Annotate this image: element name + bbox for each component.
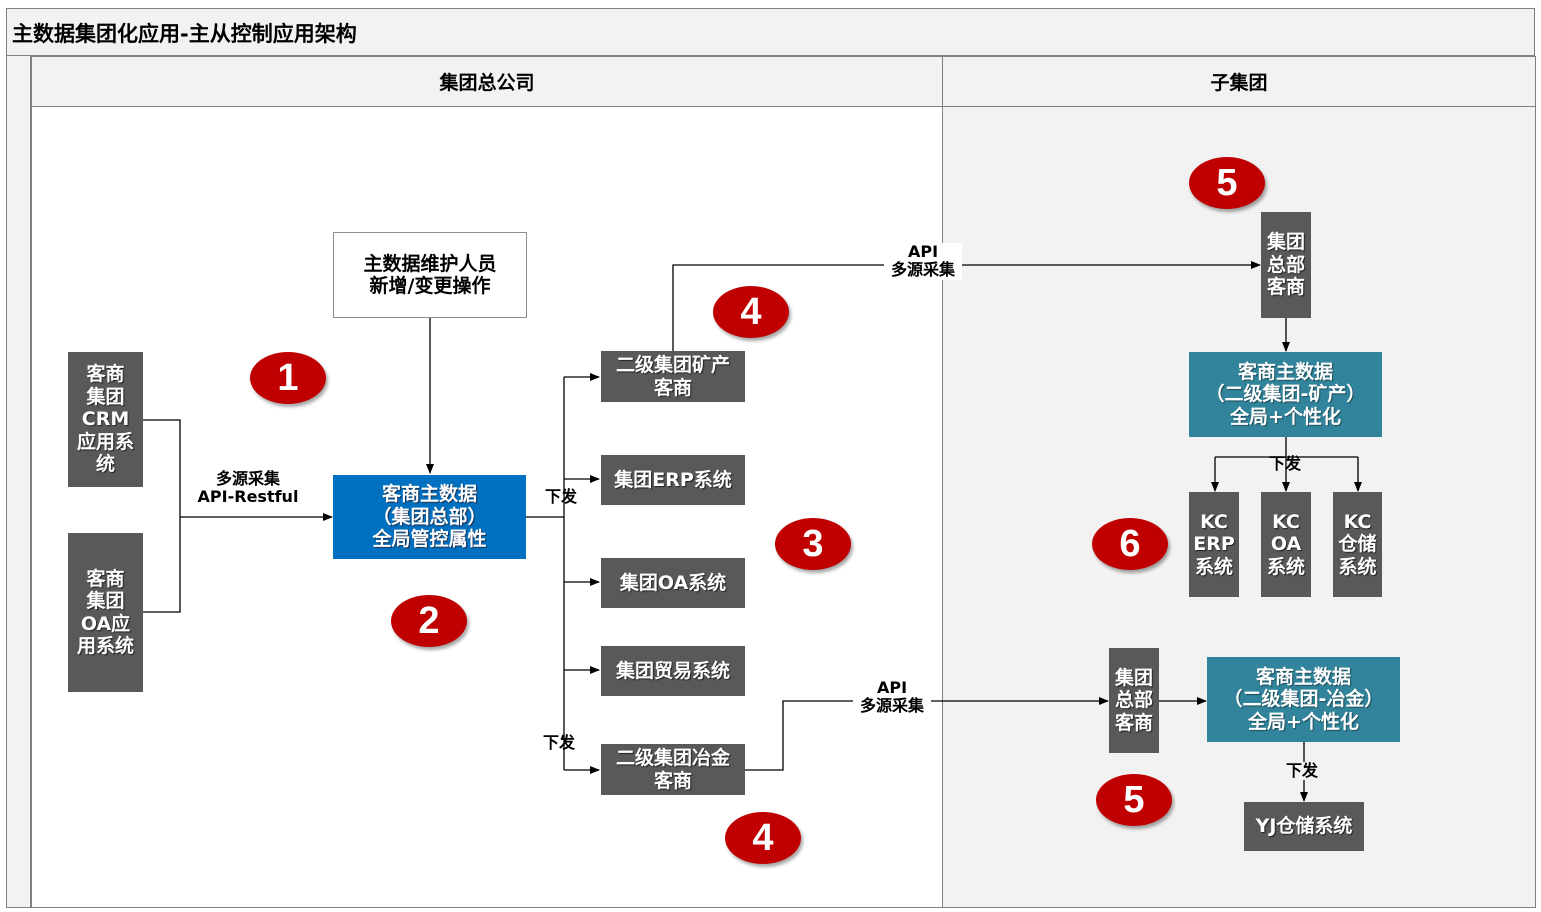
dispatch-label-1: 下发	[545, 487, 578, 506]
step-marker-5-top: 5	[1189, 157, 1265, 209]
master-data-hq-box: 客商主数据（集团总部）全局管控属性	[333, 475, 526, 559]
erp-system-box: 集团ERP系统	[601, 455, 745, 505]
master-data-mining-box: 客商主数据（二级集团-矿产）全局+个性化	[1189, 352, 1382, 437]
step-marker-6: 6	[1092, 518, 1168, 570]
line-crm-out	[143, 419, 181, 613]
yj-warehouse-box: YJ仓储系统	[1244, 802, 1364, 851]
metal-merchant-box: 二级集团冶金客商	[601, 744, 745, 795]
left-gutter	[6, 56, 31, 908]
step-marker-2: 2	[391, 595, 467, 647]
step-marker-1: 1	[250, 352, 326, 404]
diagram-title: 主数据集团化应用-主从控制应用架构	[12, 22, 357, 46]
lane-right-header: 子集团	[942, 56, 1536, 107]
arrow-api-top	[672, 261, 1261, 351]
master-data-metal-box: 客商主数据（二级集团-冶金）全局+个性化	[1207, 657, 1400, 742]
lane-right-body	[942, 106, 1536, 908]
title-bar	[6, 8, 1535, 56]
step-marker-4-bottom: 4	[725, 812, 801, 864]
step-marker-3: 3	[775, 518, 851, 570]
arrow-api-bottom	[745, 697, 1109, 771]
hq-merchant-top-box: 集团总部客商	[1261, 212, 1311, 318]
step-marker-5-bottom: 5	[1096, 774, 1172, 826]
mining-merchant-box: 二级集团矿产客商	[601, 351, 745, 402]
maintainer-box: 主数据维护人员新增/变更操作	[333, 232, 527, 318]
lane-left-header: 集团总公司	[31, 56, 943, 107]
dispatch-label-2: 下发	[543, 733, 576, 752]
dispatch-kc-label: 下发	[1269, 454, 1302, 473]
dispatch-yj-label: 下发	[1286, 761, 1319, 781]
hq-merchant-bottom-box: 集团总部客商	[1109, 648, 1159, 753]
oa-system-box: 集团OA系统	[601, 558, 745, 608]
step-marker-4-top: 4	[713, 286, 789, 338]
trade-system-box: 集团贸易系统	[601, 646, 745, 696]
